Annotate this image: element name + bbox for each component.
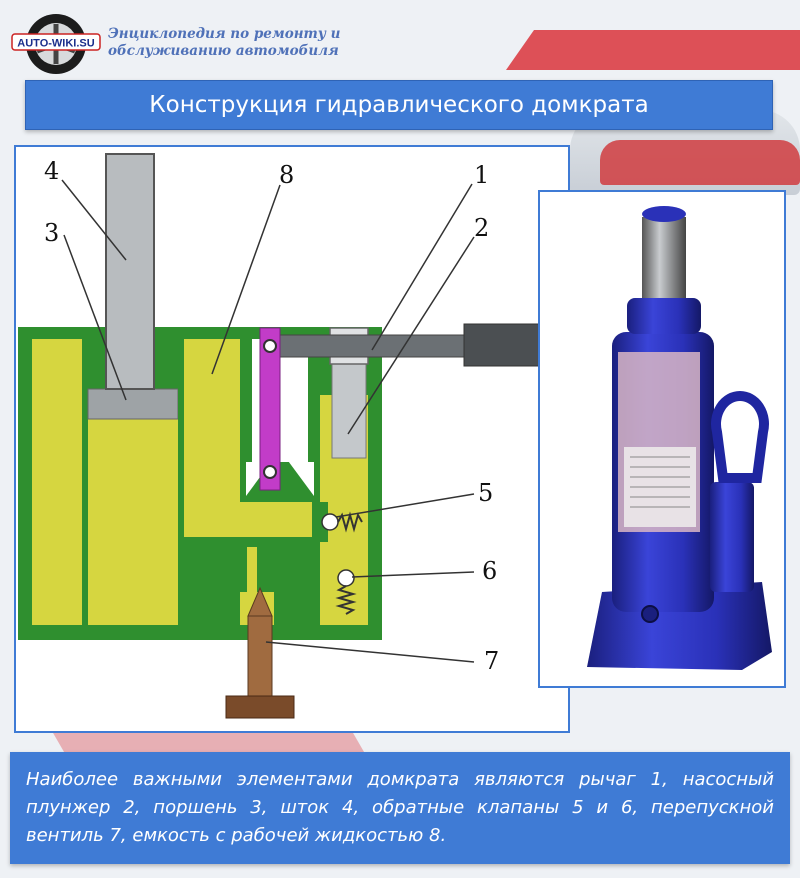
valve-5-ball — [321, 513, 339, 531]
left-cylinder-fluid — [32, 339, 82, 625]
jack-handle-socket — [711, 391, 769, 483]
inner-wall — [178, 339, 184, 592]
label-5: 5 — [478, 479, 493, 507]
valve-6-spring — [335, 585, 357, 615]
logo-text: AUTO-WIKI.SU — [17, 38, 94, 50]
label-6: 6 — [482, 557, 497, 585]
site-logo[interactable]: AUTO-WIKI.SU — [10, 12, 102, 76]
caption-panel: Наиболее важными элементами домкрата явл… — [10, 752, 790, 864]
jack-release-valve — [641, 605, 659, 623]
link-rod — [259, 327, 281, 491]
label-7: 7 — [484, 647, 499, 675]
title-bar: Конструкция гидравлического домкрата — [25, 80, 773, 130]
reservoir-8 — [184, 339, 240, 509]
caption-text: Наиболее важными элементами домкрата явл… — [26, 769, 774, 846]
jack-pump — [710, 482, 754, 592]
page-title: Конструкция гидравлического домкрата — [149, 92, 649, 118]
jack-photo-panel — [538, 190, 786, 688]
background-red-stripe — [505, 30, 800, 70]
jack-schematic: 4 3 8 1 2 5 6 7 — [18, 153, 545, 719]
jack-photo — [587, 206, 772, 670]
label-1: 1 — [474, 161, 489, 189]
valve-5-seat — [312, 502, 328, 542]
lever-1 — [269, 334, 471, 358]
label-8: 8 — [279, 161, 294, 189]
background-car-red — [600, 140, 800, 185]
label-4: 4 — [44, 157, 59, 185]
bypass-valve-knob — [225, 695, 295, 719]
inner-wall-bottom — [178, 587, 238, 593]
main-cylinder-fluid — [88, 419, 178, 625]
label-2: 2 — [474, 214, 489, 242]
bypass-valve-7 — [247, 615, 273, 697]
jack-ram-top — [642, 206, 686, 222]
site-description: Энциклопедия по ремонту и обслуживанию а… — [108, 26, 341, 59]
piston-3 — [87, 388, 179, 420]
channel-lower — [247, 547, 257, 625]
valve-6-ball — [337, 569, 355, 587]
plunger-2 — [331, 351, 367, 459]
reservoir-8-bottom — [184, 497, 312, 537]
lever-1-handle — [463, 323, 545, 367]
jack-schematic-panel: 4 3 8 1 2 5 6 7 — [14, 145, 570, 733]
rod-4 — [105, 153, 155, 390]
label-3: 3 — [44, 219, 59, 247]
leader-lines — [61, 179, 475, 663]
